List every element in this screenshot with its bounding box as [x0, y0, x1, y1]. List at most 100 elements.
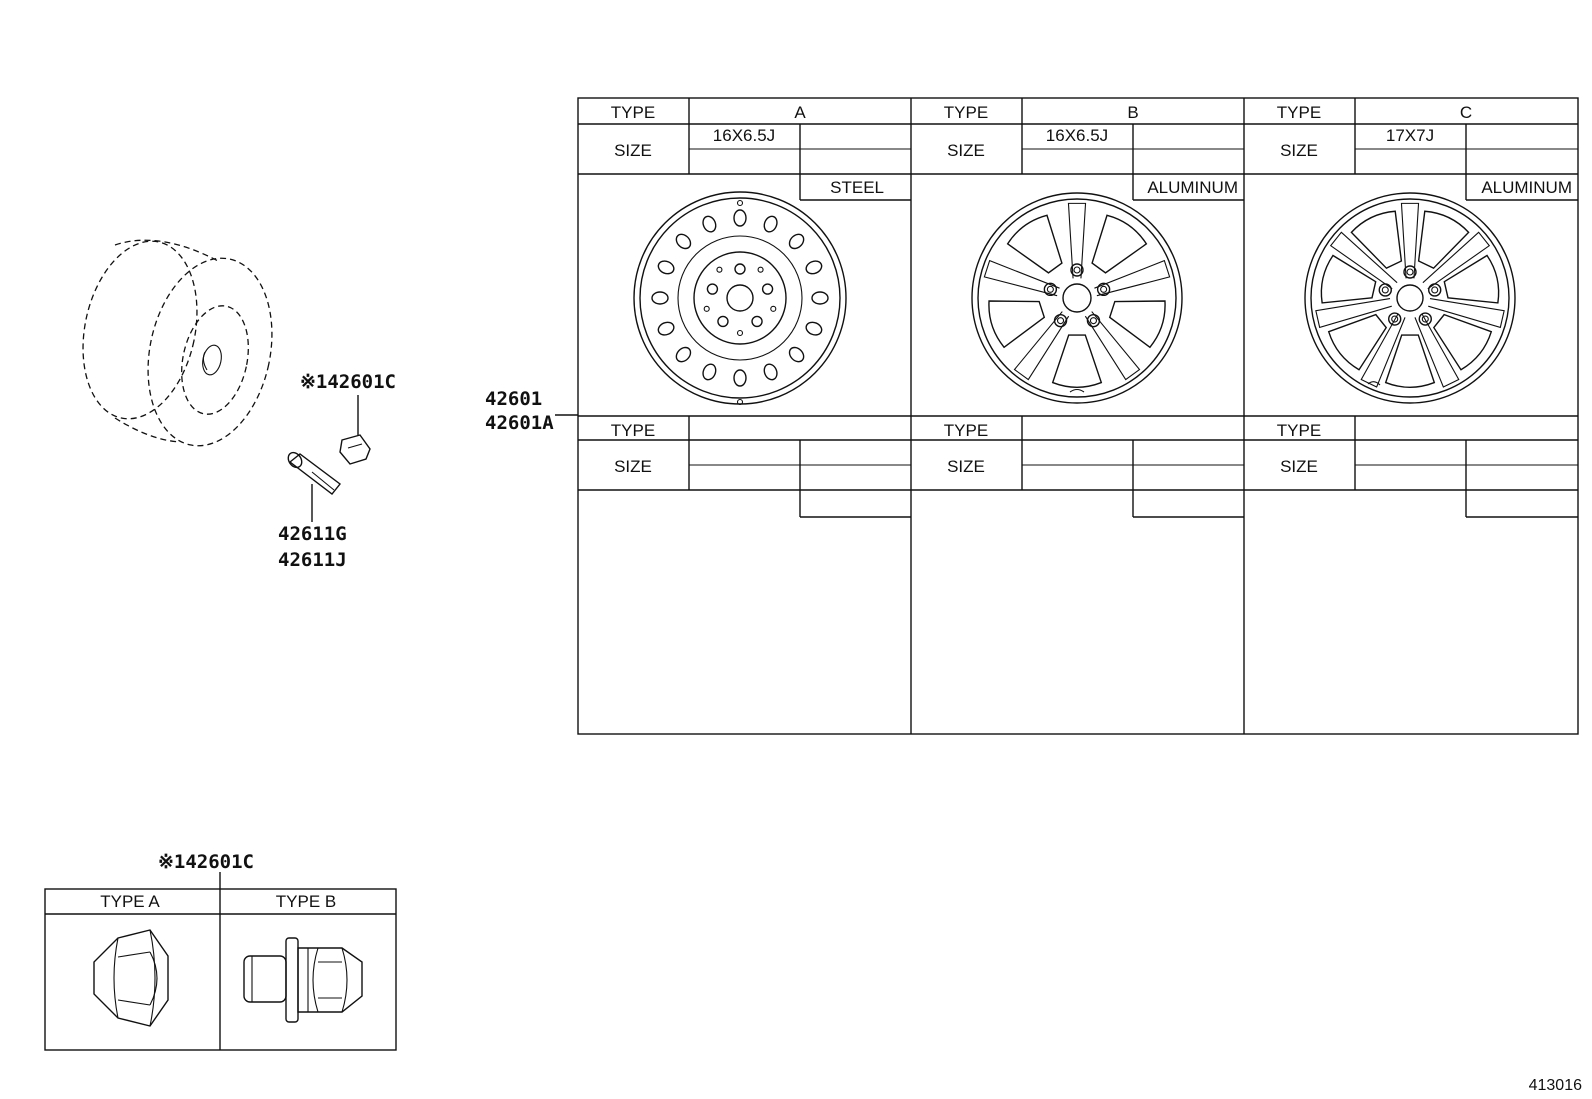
spoke-window — [1327, 313, 1388, 371]
lug-hole-inner — [1421, 315, 1429, 323]
lug-hole — [706, 283, 719, 295]
flanged-nut-drawing — [243, 937, 363, 1023]
lug-hole — [1053, 313, 1068, 328]
vent-hole — [657, 260, 675, 275]
lower-size-label-c: SIZE — [1280, 457, 1318, 476]
material-a: STEEL — [830, 178, 884, 197]
lug-hole — [1096, 282, 1111, 297]
nut-type-b-label: TYPE B — [276, 892, 336, 911]
tire-illustration — [82, 239, 273, 447]
spoke-window — [1051, 334, 1103, 388]
vent-hole — [702, 363, 717, 381]
rivet — [736, 329, 744, 337]
valve-stem-part — [287, 451, 341, 522]
material-b: ALUMINUM — [1147, 178, 1238, 197]
vent-hole — [702, 215, 717, 233]
material-c: ALUMINUM — [1481, 178, 1572, 197]
spoke — [1428, 297, 1505, 329]
nut-type-table — [44, 888, 397, 1051]
part-number-wheel-2: 42601A — [485, 412, 554, 434]
lower-type-label-a: TYPE — [611, 421, 655, 440]
spoke-window — [1091, 214, 1148, 274]
rivet — [770, 305, 777, 312]
vent-hole — [805, 260, 823, 275]
spoke-window — [1384, 334, 1436, 388]
part-number-valve-2: 42611J — [278, 549, 347, 571]
size-value-a: 16X6.5J — [713, 126, 775, 145]
column-b-grid — [1021, 98, 1244, 518]
vent-hole — [763, 215, 778, 233]
lug-hole-inner — [1406, 268, 1414, 276]
spoke — [1315, 297, 1392, 329]
lug-hole — [1086, 313, 1101, 328]
vent-hole — [675, 233, 692, 250]
rivet — [757, 266, 764, 273]
rivet — [703, 305, 710, 312]
type-value-b: B — [1127, 103, 1138, 122]
spoke-window — [1320, 254, 1377, 304]
wheel-type-table — [577, 97, 1579, 735]
figure-number: 413016 — [1529, 1077, 1582, 1094]
lug-hole-inner — [1089, 317, 1098, 325]
spoke — [983, 259, 1060, 297]
lower-size-label-b: SIZE — [947, 457, 985, 476]
spoke — [1013, 311, 1070, 381]
lower-type-label-b: TYPE — [944, 421, 988, 440]
vent-hole — [733, 209, 747, 227]
alloy-wheel-c-drawing — [1304, 192, 1516, 404]
lug-hole — [734, 263, 746, 275]
column-a-grid — [688, 98, 911, 518]
spoke — [1360, 313, 1406, 388]
lug-hole — [717, 315, 729, 328]
acorn-nut-drawing — [93, 929, 169, 1027]
type-value-c: C — [1460, 103, 1472, 122]
size-value-c: 17X7J — [1386, 126, 1434, 145]
lug-hole-inner — [1391, 315, 1399, 323]
spoke — [1084, 311, 1141, 381]
type-label-b: TYPE — [944, 103, 988, 122]
lug-hole — [1378, 283, 1392, 297]
spoke — [1067, 202, 1087, 279]
size-label-b: SIZE — [947, 141, 985, 160]
size-value-b: 16X6.5J — [1046, 126, 1108, 145]
spoke-window — [1417, 210, 1470, 270]
lug-hole-inner — [1046, 285, 1054, 293]
lug-hole — [1418, 312, 1432, 326]
lower-size-label-a: SIZE — [614, 457, 652, 476]
lug-hole-inner — [1381, 286, 1389, 294]
lug-hole — [1403, 265, 1417, 279]
steel-wheel-drawing — [633, 191, 847, 406]
spoke-window — [1443, 254, 1500, 304]
lug-hole — [1428, 283, 1442, 297]
spoke-window — [1006, 214, 1063, 274]
lug-hole — [1070, 263, 1084, 277]
spoke-window — [1432, 313, 1493, 371]
alloy-wheel-b-drawing — [971, 192, 1183, 404]
nut-type-a-label: TYPE A — [100, 892, 160, 911]
part-number-wheel-1: 42601 — [485, 388, 542, 410]
part-number-valve-1: 42611G — [278, 523, 347, 545]
lug-hole — [1388, 312, 1402, 326]
part-number-cap-ref-lower: ※142601C — [158, 851, 254, 873]
part-number-cap-ref: ※142601C — [300, 371, 396, 393]
lug-hole-inner — [1073, 266, 1081, 274]
vent-hole — [675, 346, 692, 363]
vent-hole — [788, 233, 805, 250]
vent-hole — [763, 363, 778, 381]
lug-hole-inner — [1056, 317, 1065, 325]
spoke — [1400, 202, 1420, 279]
vent-hole — [657, 321, 675, 336]
spoke-window — [1350, 210, 1403, 270]
type-label-a: TYPE — [611, 103, 655, 122]
column-c-grid — [1354, 98, 1578, 518]
type-value-a: A — [794, 103, 806, 122]
lug-hole — [751, 315, 763, 328]
vent-hole — [651, 291, 669, 305]
rivet — [716, 266, 723, 273]
type-label-c: TYPE — [1277, 103, 1321, 122]
spoke — [1422, 231, 1491, 290]
spoke — [1414, 313, 1460, 388]
lug-hole — [1043, 282, 1058, 297]
spoke-window — [1108, 300, 1166, 349]
